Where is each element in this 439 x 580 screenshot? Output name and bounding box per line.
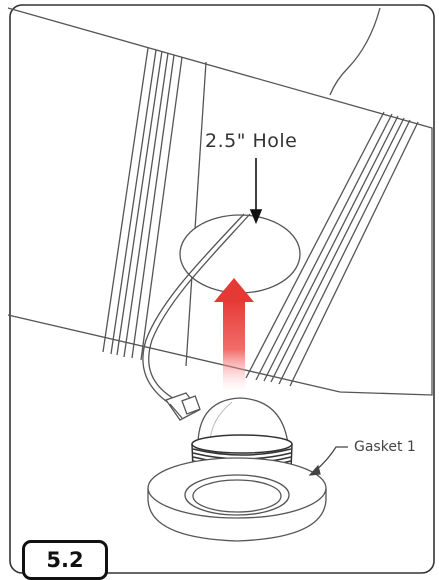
gasket-label: Gasket 1 <box>354 439 416 455</box>
hole-leader <box>249 158 263 225</box>
fixture-dome <box>197 397 289 445</box>
cable <box>142 213 251 407</box>
connector <box>164 392 201 421</box>
upper-wire <box>329 7 381 96</box>
hole-size-label: 2.5" Hole <box>205 130 298 152</box>
ceiling-hole <box>179 214 301 294</box>
arrow-up-icon <box>214 278 254 390</box>
trim-ring <box>147 457 327 542</box>
step-number-badge: 5.2 <box>22 540 108 580</box>
ceiling-panel <box>7 7 433 396</box>
gasket-leader <box>308 446 348 476</box>
frame-border <box>9 4 435 574</box>
